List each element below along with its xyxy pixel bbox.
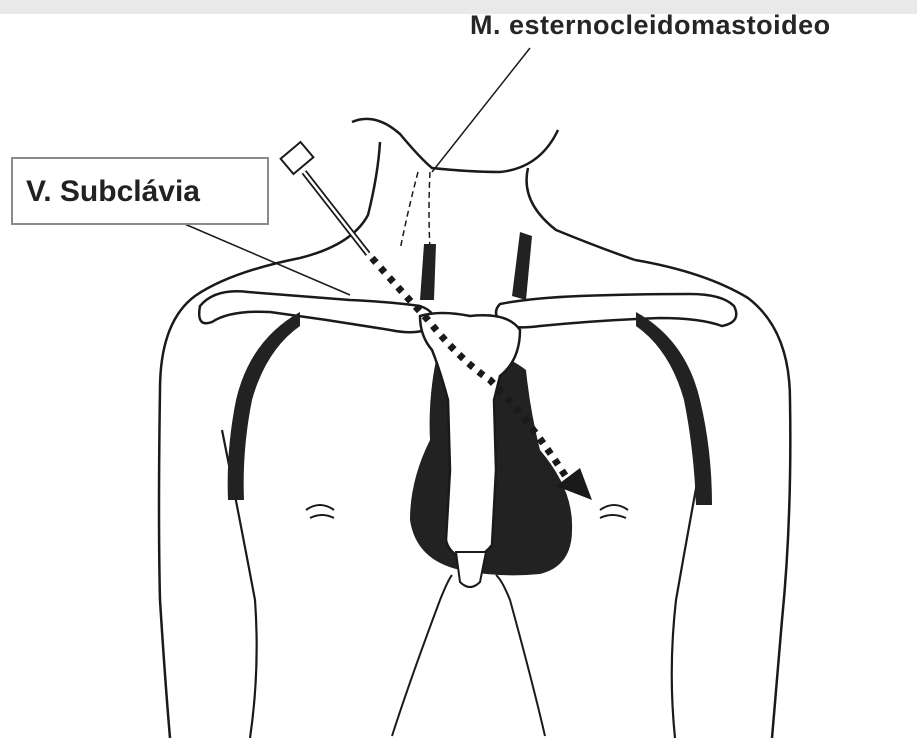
left-lung (228, 312, 300, 500)
scm-muscle-left (400, 172, 418, 250)
right-neck-vessel (512, 232, 532, 300)
left-neck-vessel (420, 244, 436, 300)
abdomen-left (392, 575, 452, 736)
vein-label: V. Subclávia (26, 175, 200, 209)
right-nipple (600, 505, 628, 518)
right-clavicle (496, 294, 736, 327)
left-clavicle (199, 291, 433, 332)
vein-leader-line (180, 222, 350, 295)
right-lung (636, 312, 712, 505)
abdomen-right (496, 575, 545, 736)
scm-muscle-right (429, 172, 430, 250)
left-nipple (306, 505, 334, 518)
xiphoid-process (456, 552, 486, 587)
syringe (281, 142, 368, 254)
muscle-leader-line (432, 48, 530, 172)
jaw-outline (352, 119, 558, 172)
muscle-label: M. esternocleidomastoideo (470, 10, 831, 41)
neck-right (527, 168, 635, 260)
